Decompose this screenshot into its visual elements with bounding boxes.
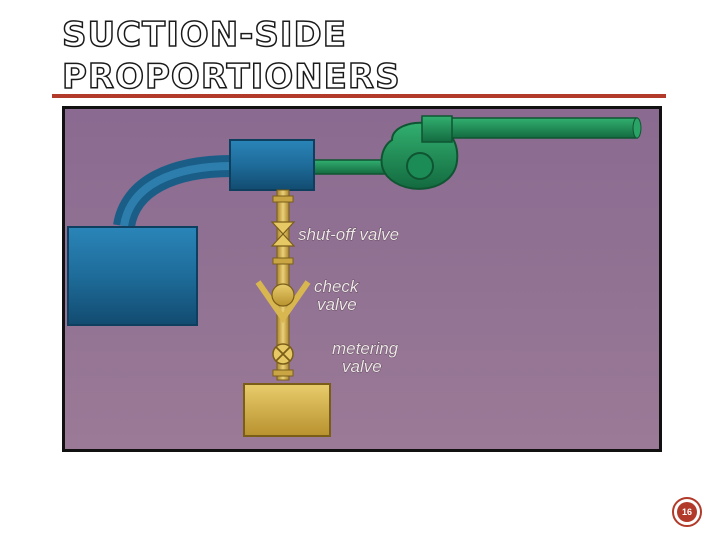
title-line-1: SUCTION-SIDE [61, 14, 347, 56]
pump-outlet [421, 115, 453, 143]
suction-hose-highlight [120, 162, 233, 227]
label-shutoff-valve: shut-off valve [298, 225, 399, 244]
metering-valve-cross [275, 346, 291, 362]
shutoff-valve-bottom [270, 233, 296, 247]
title-line-2: PROPORTIONERS [61, 56, 401, 98]
check-valve-seat [255, 280, 311, 324]
page-title: SUCTION-SIDE PROPORTIONERS [61, 14, 662, 98]
label-metering-line-2: valve [342, 357, 382, 376]
pipe-fitting-1 [272, 195, 294, 203]
label-check-line-2: valve [317, 295, 357, 314]
diagram-frame: shut-off valve check valve metering valv… [62, 106, 662, 452]
slide-number-badge: 16 [672, 497, 702, 527]
shutoff-valve-top [270, 221, 296, 235]
pipe-fitting-3 [272, 369, 294, 377]
proportioner-diagram: shut-off valve check valve metering valv… [65, 109, 659, 449]
mixing-chamber [229, 139, 315, 191]
slide-number: 16 [677, 502, 697, 522]
foam-concentrate-container [243, 383, 331, 437]
label-check-line-1: check [314, 277, 360, 296]
label-metering-line-1: metering [332, 339, 399, 358]
discharge-pipe-end [632, 117, 642, 139]
pump-impeller [406, 152, 434, 180]
check-valve-ball [271, 283, 295, 307]
title-divider [52, 94, 666, 98]
water-tank [67, 226, 198, 326]
discharge-pipe [421, 117, 638, 139]
pipe-fitting-2 [272, 257, 294, 265]
